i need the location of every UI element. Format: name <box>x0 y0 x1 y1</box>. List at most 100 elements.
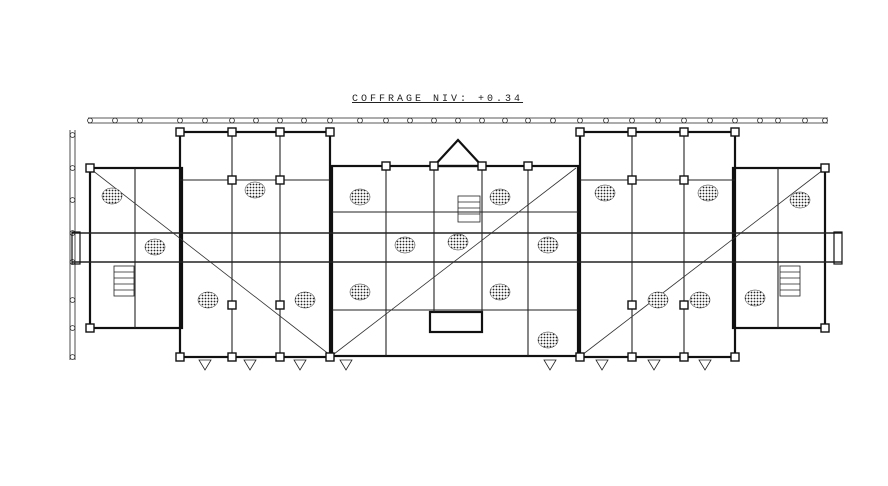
footing <box>595 359 609 371</box>
column <box>381 161 391 171</box>
hatch-marker <box>197 291 219 309</box>
dimension-tick <box>177 117 183 124</box>
dimension-tick <box>69 354 76 360</box>
column <box>275 352 285 362</box>
stair-right <box>779 265 801 297</box>
slab-diagonals <box>91 167 824 356</box>
dimension-tick <box>603 117 609 124</box>
dimension-tick <box>357 117 363 124</box>
slab-hatch-markers <box>101 181 811 349</box>
dimension-tick <box>137 117 143 124</box>
column <box>820 323 830 333</box>
column <box>627 300 637 310</box>
columns <box>85 127 830 362</box>
hatch-marker <box>294 291 316 309</box>
column <box>275 127 285 137</box>
footing <box>243 359 257 371</box>
hatch-marker <box>144 238 166 256</box>
footing <box>198 359 212 371</box>
column <box>275 300 285 310</box>
dimension-tick <box>502 117 508 124</box>
drawing-title: COFFRAGE NIV: +0.34 <box>352 94 524 105</box>
column <box>575 127 585 137</box>
column <box>227 127 237 137</box>
dimension-tick <box>431 117 437 124</box>
dimension-tick <box>577 117 583 124</box>
footing <box>293 359 307 371</box>
side-end-markers <box>71 231 843 265</box>
column <box>575 352 585 362</box>
column <box>820 163 830 173</box>
column <box>275 175 285 185</box>
column <box>627 352 637 362</box>
dimension-tick <box>681 117 687 124</box>
stair-left <box>113 265 135 297</box>
dimension-tick <box>407 117 413 124</box>
column <box>325 127 335 137</box>
column <box>227 175 237 185</box>
hatch-marker <box>101 187 123 205</box>
beam-grid <box>134 132 779 357</box>
column <box>627 175 637 185</box>
dimension-tick <box>253 117 259 124</box>
column <box>227 300 237 310</box>
column <box>730 352 740 362</box>
column <box>227 352 237 362</box>
column <box>477 161 487 171</box>
hatch-marker <box>537 331 559 349</box>
hatch-marker <box>244 181 266 199</box>
hatch-marker <box>647 291 669 309</box>
hatch-marker <box>594 184 616 202</box>
column <box>679 127 689 137</box>
hatch-marker <box>489 188 511 206</box>
dimension-tick <box>550 117 556 124</box>
footing <box>698 359 712 371</box>
dimension-tick <box>301 117 307 124</box>
dimension-tick <box>327 117 333 124</box>
hatch-marker <box>789 191 811 209</box>
dimension-tick <box>383 117 389 124</box>
footing <box>543 359 557 371</box>
dimension-tick <box>455 117 461 124</box>
dimension-tick <box>655 117 661 124</box>
dimension-tick <box>202 117 208 124</box>
footing <box>339 359 353 371</box>
corridor-band <box>72 232 842 263</box>
column <box>85 163 95 173</box>
dimension-tick <box>69 197 76 203</box>
top-dimension-ticks <box>87 117 828 124</box>
dimension-tick <box>87 117 93 124</box>
dimension-tick <box>822 117 828 124</box>
column <box>429 161 439 171</box>
dimension-tick <box>479 117 485 124</box>
column <box>679 352 689 362</box>
hatch-marker <box>447 233 469 251</box>
dimension-tick <box>732 117 738 124</box>
dimension-tick <box>69 132 76 138</box>
hatch-marker <box>489 283 511 301</box>
column <box>175 352 185 362</box>
hatch-marker <box>349 283 371 301</box>
column <box>627 127 637 137</box>
dimension-tick <box>69 325 76 331</box>
dimension-tick <box>69 165 76 171</box>
dimension-tick <box>629 117 635 124</box>
column <box>175 127 185 137</box>
column <box>679 175 689 185</box>
dimension-tick <box>525 117 531 124</box>
stair-center <box>457 195 481 223</box>
hatch-marker <box>697 184 719 202</box>
column <box>325 352 335 362</box>
hatch-marker <box>394 236 416 254</box>
column <box>85 323 95 333</box>
hatch-marker <box>349 188 371 206</box>
dimension-tick <box>277 117 283 124</box>
footing <box>647 359 661 371</box>
dimension-tick <box>229 117 235 124</box>
dimension-tick <box>802 117 808 124</box>
dimension-tick <box>707 117 713 124</box>
column <box>523 161 533 171</box>
column <box>730 127 740 137</box>
building-outline <box>88 130 827 359</box>
